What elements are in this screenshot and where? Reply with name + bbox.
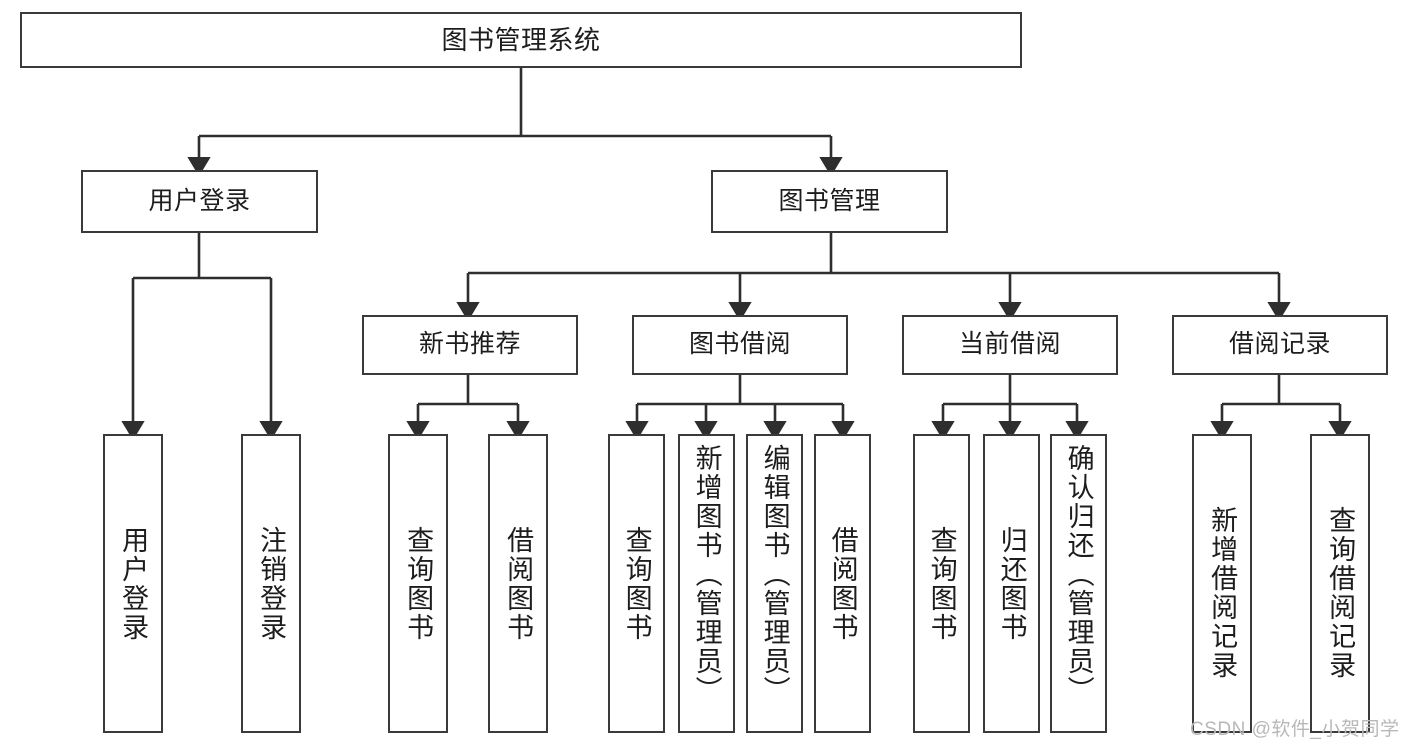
node-borrow-record[interactable]: 借阅记录 [1172, 315, 1388, 375]
leaf-user-login-login[interactable]: 用户登录 [103, 434, 163, 733]
node-label: 查询图书 [926, 526, 957, 642]
node-label: 注销登录 [256, 526, 287, 642]
node-current-borrow[interactable]: 当前借阅 [902, 315, 1118, 375]
node-label: 用户登录 [148, 186, 251, 215]
leaf-record-query-record[interactable]: 查询借阅记录 [1310, 434, 1370, 733]
node-book-borrow[interactable]: 图书借阅 [632, 315, 848, 375]
node-label: 借阅图书 [827, 526, 858, 642]
node-label: 当前借阅 [958, 330, 1061, 359]
node-label: 借阅记录 [1228, 330, 1331, 359]
leaf-borrow-edit-book-admin[interactable]: 编辑图书（管理员） [746, 434, 803, 733]
leaf-current-confirm-return-admin[interactable]: 确认归还（管理员） [1050, 434, 1107, 733]
node-label: 借阅图书 [503, 526, 534, 642]
leaf-current-return-book[interactable]: 归还图书 [983, 434, 1040, 733]
node-label: 确认归还（管理员） [1063, 444, 1094, 705]
node-label: 查询图书 [621, 526, 652, 642]
node-root-system[interactable]: 图书管理系统 [20, 12, 1022, 68]
watermark-text: CSDN @软件_小贺同学 [1190, 719, 1400, 740]
node-label: 图书管理系统 [441, 24, 601, 55]
node-user-login[interactable]: 用户登录 [81, 170, 318, 233]
node-label: 图书借阅 [688, 330, 791, 359]
node-label: 图书管理 [778, 186, 881, 215]
node-label: 新增图书（管理员） [691, 444, 722, 705]
node-label: 新书推荐 [418, 330, 521, 359]
node-label: 编辑图书（管理员） [759, 444, 790, 705]
leaf-borrow-borrow-book[interactable]: 借阅图书 [814, 434, 871, 733]
node-label: 归还图书 [996, 526, 1027, 642]
node-label: 新增借阅记录 [1207, 506, 1238, 680]
node-label: 查询图书 [403, 526, 434, 642]
leaf-current-query-book[interactable]: 查询图书 [913, 434, 970, 733]
node-label: 用户登录 [118, 526, 149, 642]
leaf-borrow-query-book[interactable]: 查询图书 [608, 434, 665, 733]
leaf-record-add-record[interactable]: 新增借阅记录 [1192, 434, 1252, 733]
node-label: 查询借阅记录 [1325, 506, 1356, 680]
leaf-user-login-logout[interactable]: 注销登录 [241, 434, 301, 733]
leaf-recommend-borrow-book[interactable]: 借阅图书 [488, 434, 548, 733]
leaf-borrow-add-book-admin[interactable]: 新增图书（管理员） [678, 434, 735, 733]
leaf-recommend-query-book[interactable]: 查询图书 [388, 434, 448, 733]
node-book-management[interactable]: 图书管理 [711, 170, 948, 233]
node-new-book-recommend[interactable]: 新书推荐 [362, 315, 578, 375]
